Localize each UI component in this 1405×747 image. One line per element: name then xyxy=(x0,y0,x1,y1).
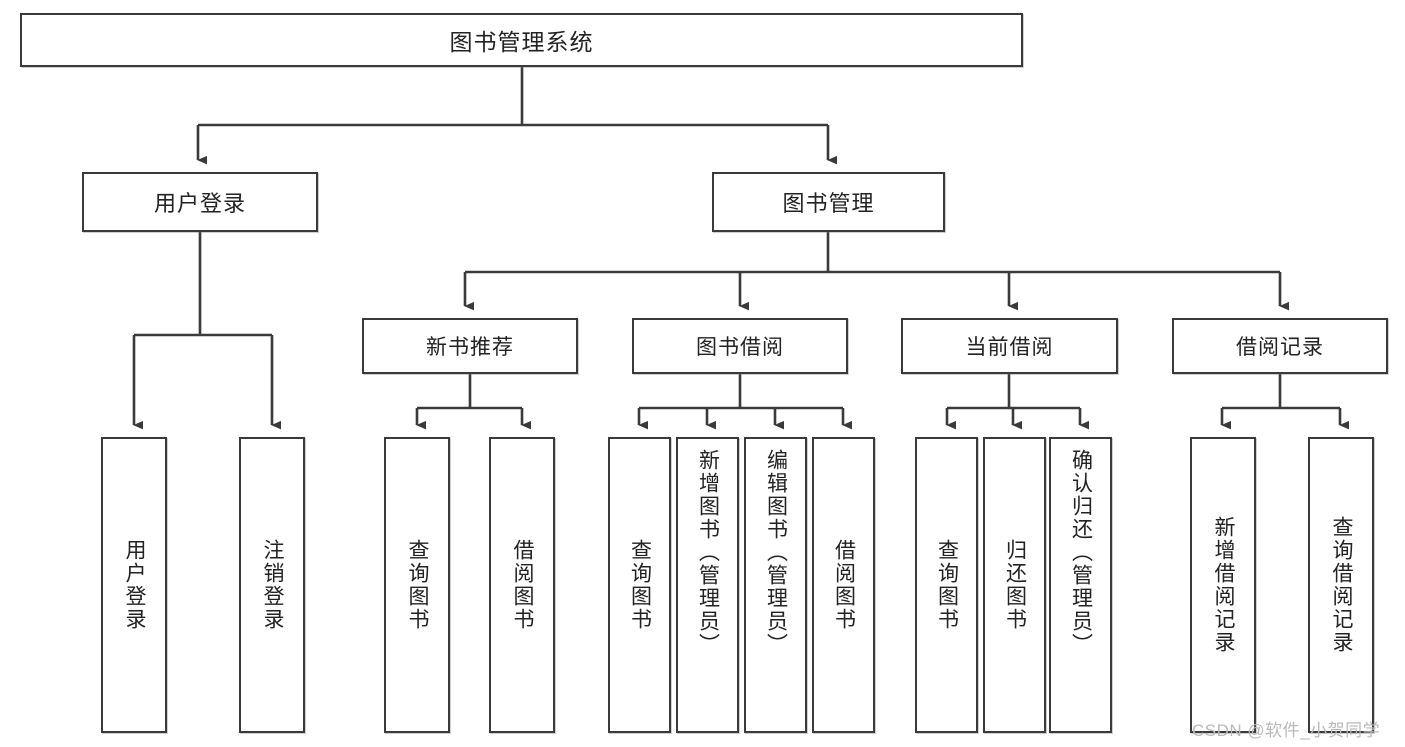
leaf-user-login-logout[interactable]: 注销登录 xyxy=(239,437,305,733)
node-root-system[interactable]: 图书管理系统 xyxy=(20,13,1023,67)
node-label: 图书借阅 xyxy=(696,336,784,359)
leaf-borrow-query-book[interactable]: 查询图书 xyxy=(608,437,671,733)
node-current-borrow[interactable]: 当前借阅 xyxy=(901,318,1118,374)
node-label: 图书管理系统 xyxy=(449,29,594,55)
leaf-label: 新增图书（管理员） xyxy=(696,449,720,656)
leaf-label: 归还图书 xyxy=(1003,539,1027,631)
node-label: 用户登录 xyxy=(153,191,246,216)
leaf-label: 查询图书 xyxy=(406,539,430,631)
leaf-label: 查询借阅记录 xyxy=(1330,516,1354,654)
node-label: 当前借阅 xyxy=(965,336,1054,359)
node-borrow-record[interactable]: 借阅记录 xyxy=(1172,318,1388,374)
node-book-borrow[interactable]: 图书借阅 xyxy=(632,318,848,374)
node-label: 借阅记录 xyxy=(1236,336,1324,359)
leaf-label: 确认归还（管理员） xyxy=(1069,449,1093,656)
leaf-label: 查询图书 xyxy=(628,539,652,631)
node-new-book-recommend[interactable]: 新书推荐 xyxy=(362,318,578,374)
leaf-borrow-add-book-admin[interactable]: 新增图书（管理员） xyxy=(676,437,739,733)
leaf-recommend-borrow-book[interactable]: 借阅图书 xyxy=(489,437,555,733)
leaf-record-query-record[interactable]: 查询借阅记录 xyxy=(1308,437,1374,733)
leaf-label: 用户登录 xyxy=(123,539,147,631)
leaf-label: 编辑图书（管理员） xyxy=(764,449,788,656)
leaf-label: 新增借阅记录 xyxy=(1212,516,1236,654)
leaf-borrow-borrow-book[interactable]: 借阅图书 xyxy=(812,437,875,733)
leaf-recommend-query-book[interactable]: 查询图书 xyxy=(384,437,450,733)
node-label: 新书推荐 xyxy=(426,336,514,359)
leaf-label: 借阅图书 xyxy=(832,539,856,631)
leaf-current-return-book[interactable]: 归还图书 xyxy=(983,437,1046,733)
node-user-login[interactable]: 用户登录 xyxy=(82,172,318,232)
leaf-label: 查询图书 xyxy=(935,539,959,631)
leaf-current-confirm-return-admin[interactable]: 确认归还（管理员） xyxy=(1049,437,1112,733)
leaf-current-query-book[interactable]: 查询图书 xyxy=(915,437,978,733)
leaf-borrow-edit-book-admin[interactable]: 编辑图书（管理员） xyxy=(744,437,807,733)
leaf-record-add-record[interactable]: 新增借阅记录 xyxy=(1190,437,1256,733)
node-book-management[interactable]: 图书管理 xyxy=(712,172,945,232)
leaf-label: 借阅图书 xyxy=(511,539,535,631)
node-label: 图书管理 xyxy=(782,191,875,216)
leaf-label: 注销登录 xyxy=(261,539,285,631)
leaf-user-login-login[interactable]: 用户登录 xyxy=(101,437,167,733)
